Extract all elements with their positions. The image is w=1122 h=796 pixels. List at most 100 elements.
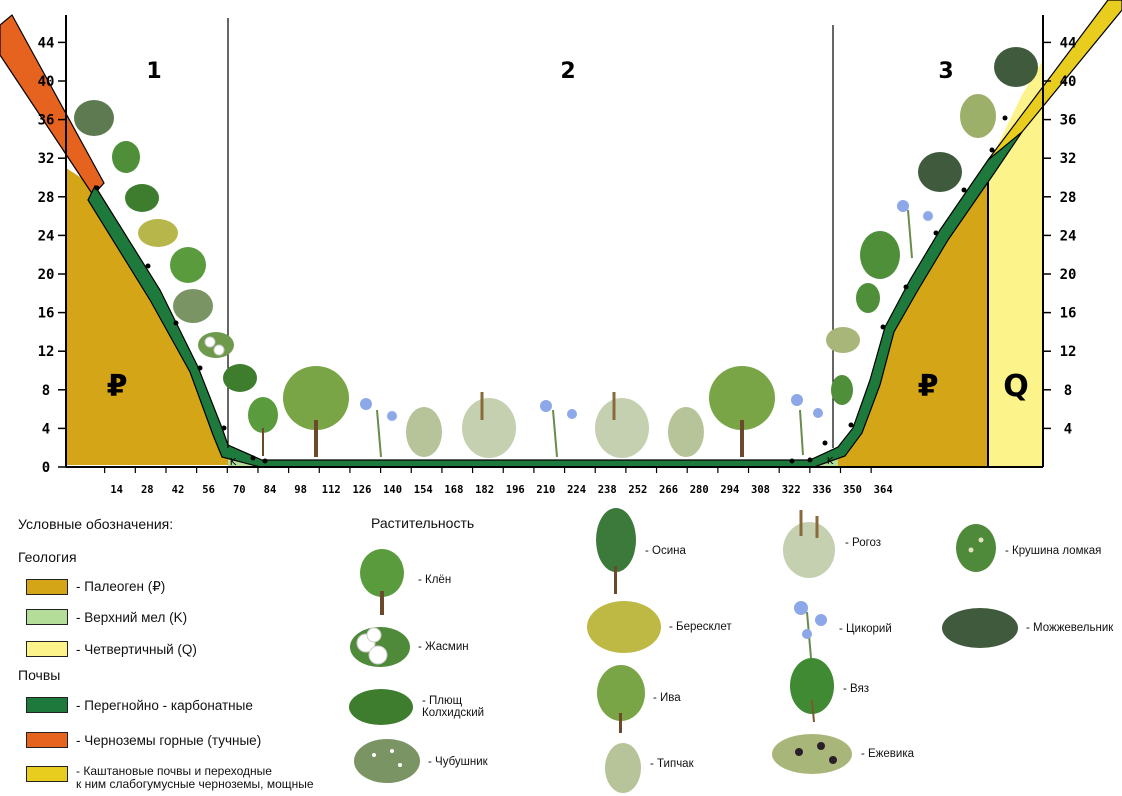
x-tick-label: 294 xyxy=(720,484,739,496)
chicory-icon xyxy=(791,394,823,456)
plant-label-blackberry: - Ежевика xyxy=(861,748,914,760)
zone-label-3: 3 xyxy=(938,59,953,84)
x-tick-label: 182 xyxy=(475,484,494,496)
ivy-icon xyxy=(125,184,159,212)
swatch-chestnut xyxy=(26,766,68,782)
buckthorn-icon xyxy=(956,524,996,572)
juniper-icon xyxy=(74,100,114,136)
aspen-icon xyxy=(596,508,636,594)
legend-item-cretaceous: - Верхний мел (K) xyxy=(26,609,187,625)
plant-label-euonymus: - Бересклет xyxy=(669,621,732,633)
legend-label-chestnut-line2: к ним слабогумусные черноземы, мощные xyxy=(76,777,314,791)
cretaceous-symbol-left: K xyxy=(230,457,237,468)
maple-icon xyxy=(248,397,278,456)
jasmine-icon xyxy=(350,627,410,667)
x-tick-label: 84 xyxy=(264,484,277,496)
mock-orange-icon xyxy=(354,739,420,783)
plant-label-elm: - Вяз xyxy=(843,683,870,695)
y-left-tick-label: 16 xyxy=(38,306,55,322)
x-tick-label: 224 xyxy=(567,484,586,496)
y-left-tick-label: 32 xyxy=(38,151,55,167)
blackberry-icon xyxy=(826,327,860,353)
x-tick-label: 308 xyxy=(751,484,770,496)
chicory-icon xyxy=(540,400,577,458)
quaternary-symbol: Q xyxy=(1003,369,1029,404)
swatch-paleogene xyxy=(26,579,68,595)
buckthorn-icon xyxy=(960,94,996,138)
cattail-icon xyxy=(462,392,516,458)
y-right-tick-label: 24 xyxy=(1060,228,1077,244)
juniper-icon xyxy=(994,47,1038,87)
legend-label-quaternary: - Четвертичный (Q) xyxy=(76,641,197,657)
plant-fescue: - Типчак xyxy=(602,734,694,794)
plant-label-fescue: - Типчак xyxy=(650,758,694,770)
plant-label-chicory: - Цикорий xyxy=(839,623,892,635)
plant-jasmine: - Жасмин xyxy=(346,621,469,673)
legend-item-chestnut: - Каштановые почвы и переходные к ним сл… xyxy=(26,765,314,791)
legend-item-quaternary: - Четвертичный (Q) xyxy=(26,641,197,657)
geology-heading: Геология xyxy=(18,549,77,565)
elm-icon xyxy=(112,141,140,173)
paleogene-symbol-left: ₽ xyxy=(107,369,128,404)
plant-label-mock-orange: - Чубушник xyxy=(428,756,488,768)
zone-label-2: 2 xyxy=(560,59,575,84)
elm-icon xyxy=(790,658,834,722)
y-left-tick-label: 44 xyxy=(38,35,55,51)
plant-label-ivy-line1: - Плющ xyxy=(422,695,463,707)
swatch-humus-carbonate xyxy=(26,697,68,713)
swatch-quaternary xyxy=(26,641,68,657)
swatch-mountain-chernozem xyxy=(26,732,68,748)
plant-buckthorn: - Крушина ломкая xyxy=(953,522,1101,580)
y-left-tick-label: 24 xyxy=(38,228,55,244)
x-tick-label: 154 xyxy=(414,484,433,496)
y-left-tick-label: 12 xyxy=(38,344,55,360)
y-left-tick-label: 36 xyxy=(38,113,55,129)
y-left-tick-label: 28 xyxy=(38,190,55,206)
willow-icon xyxy=(709,366,775,457)
plant-label-aspen: - Осина xyxy=(645,545,686,557)
profile-points xyxy=(94,77,1029,464)
legend-item-paleogene: - Палеоген (₽) xyxy=(26,579,165,595)
y-left-tick-label: 0 xyxy=(42,460,50,476)
x-tick-label: 168 xyxy=(444,484,463,496)
plant-chicory: - Цикорий xyxy=(787,598,892,660)
x-tick-label: 42 xyxy=(172,484,185,496)
plant-label-ivy-line2: Колхидский xyxy=(422,707,485,719)
zone-label-1: 1 xyxy=(146,59,161,84)
quaternary-layer xyxy=(988,60,1043,467)
plant-label-willow: - Ива xyxy=(653,692,681,704)
cretaceous-symbol-right: K xyxy=(827,456,834,467)
y-right-tick-label: 16 xyxy=(1060,306,1077,322)
x-tick-label: 336 xyxy=(812,484,831,496)
euonymus-icon xyxy=(138,219,178,247)
cattail-icon xyxy=(595,392,649,458)
chicory-icon xyxy=(794,601,827,659)
plant-cattail: - Рогоз xyxy=(779,506,881,580)
plant-label-ivy: - Плющ Колхидский xyxy=(422,695,484,719)
legend-label-cretaceous: - Верхний мел (K) xyxy=(76,609,188,625)
swatch-cretaceous xyxy=(26,609,68,625)
fescue-icon xyxy=(605,743,641,793)
x-tick-label: 266 xyxy=(659,484,678,496)
plant-label-juniper: - Можжевельник xyxy=(1026,622,1114,634)
x-tick-label: 56 xyxy=(202,484,215,496)
plant-ivy: - Плющ Колхидский xyxy=(346,683,484,731)
x-tick-label: 350 xyxy=(843,484,862,496)
cattail-icon xyxy=(783,510,835,578)
y-right-tick-label: 40 xyxy=(1060,74,1077,90)
elm-icon xyxy=(856,283,880,313)
ivy-icon xyxy=(349,689,413,725)
x-tick-label: 28 xyxy=(141,484,154,496)
euonymus-icon xyxy=(587,601,661,653)
x-tick-label: 98 xyxy=(294,484,307,496)
ivy-icon xyxy=(223,364,257,392)
legend-label-humus-carbonate: - Перегнойно - карбонатные xyxy=(76,697,253,713)
y-right-tick-label: 36 xyxy=(1060,113,1077,129)
x-tick-label: 14 xyxy=(110,484,123,496)
legend-item-humus-carbonate: - Перегнойно - карбонатные xyxy=(26,697,253,713)
plant-juniper: - Можжевельник xyxy=(940,604,1113,652)
